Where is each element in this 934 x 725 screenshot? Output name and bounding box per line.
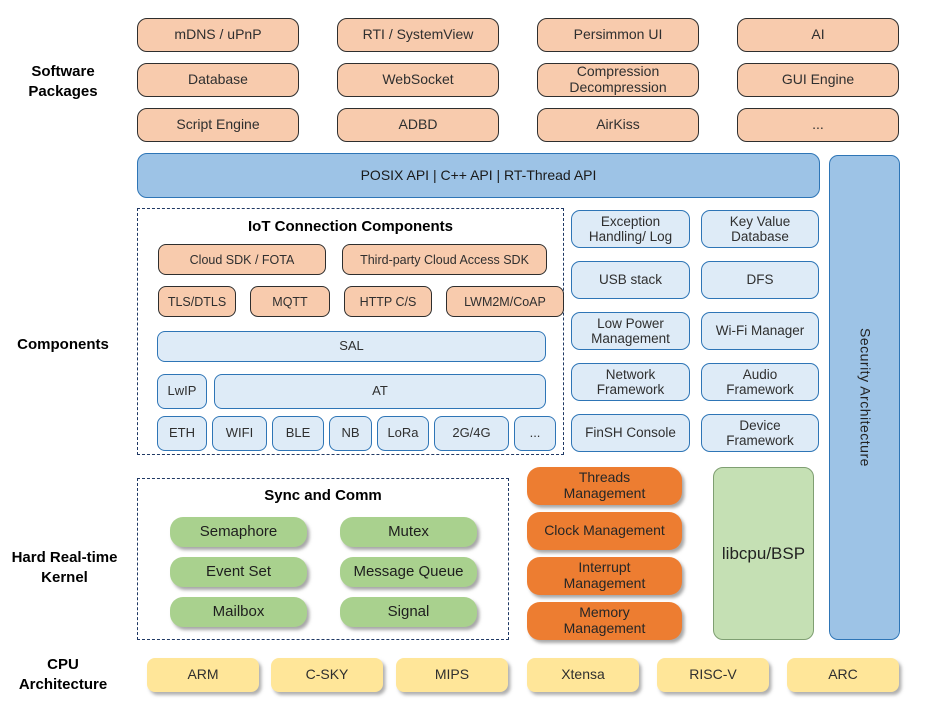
components-label: Components: [17, 336, 109, 353]
software-package-box: AI: [737, 18, 899, 52]
cpu-arch-box: ARM: [147, 658, 259, 692]
component-box: Key Value Database: [701, 210, 819, 248]
software-package-box: ADBD: [337, 108, 499, 142]
kernel-management-box: Threads Management: [527, 467, 682, 505]
component-box: USB stack: [571, 261, 690, 299]
link-layer-box: NB: [329, 416, 372, 451]
software-package-box: mDNS / uPnP: [137, 18, 299, 52]
software-packages-label: Software Packages: [28, 63, 98, 100]
lwip-box: LwIP: [157, 374, 207, 409]
software-package-box: Script Engine: [137, 108, 299, 142]
ipc-box: Signal: [340, 597, 477, 627]
link-layer-row: ETH WIFI BLE NB LoRa 2G/4G ...: [157, 416, 556, 451]
software-package-box: AirKiss: [537, 108, 699, 142]
software-package-box: RTI / SystemView: [337, 18, 499, 52]
sal-box: SAL: [157, 331, 546, 362]
link-layer-box: 2G/4G: [434, 416, 509, 451]
components-group: Exception Handling/ Log Key Value Databa…: [571, 210, 819, 452]
cpu-arch-box: C-SKY: [271, 658, 383, 692]
ipc-box: Semaphore: [170, 517, 307, 547]
iot-protocol-box: LWM2M/CoAP: [446, 286, 564, 317]
component-box: Low Power Management: [571, 312, 690, 350]
iot-connection-components-group: IoT Connection Components Cloud SDK / FO…: [137, 208, 564, 455]
software-packages-group: mDNS / uPnP RTI / SystemView Persimmon U…: [137, 18, 899, 142]
software-package-box: Compression Decompression: [537, 63, 699, 97]
software-package-box: WebSocket: [337, 63, 499, 97]
link-layer-box: BLE: [272, 416, 324, 451]
component-box: Wi-Fi Manager: [701, 312, 819, 350]
component-box: FinSH Console: [571, 414, 690, 452]
link-layer-box: LoRa: [377, 416, 429, 451]
iot-protocol-box: MQTT: [250, 286, 330, 317]
kernel-management-group: Threads Management Clock Management Inte…: [527, 467, 682, 640]
iot-group-title: IoT Connection Components: [248, 218, 453, 235]
security-architecture-text: Security Architecture: [857, 328, 874, 467]
component-box: Network Framework: [571, 363, 690, 401]
ipc-box: Message Queue: [340, 557, 477, 587]
iot-cloud-row: Cloud SDK / FOTA Third-party Cloud Acces…: [158, 244, 547, 275]
libcpu-bsp-box: libcpu/BSP: [713, 467, 814, 640]
link-layer-box: WIFI: [212, 416, 267, 451]
api-bar: POSIX API | C++ API | RT-Thread API: [137, 153, 820, 198]
kernel-management-box: Memory Management: [527, 602, 682, 640]
software-package-box: ...: [737, 108, 899, 142]
sync-group-title: Sync and Comm: [264, 487, 382, 504]
link-layer-box: ...: [514, 416, 556, 451]
kernel-management-box: Interrupt Management: [527, 557, 682, 595]
component-box: Exception Handling/ Log: [571, 210, 690, 248]
cpu-arch-box: RISC-V: [657, 658, 769, 692]
iot-protocol-box: TLS/DTLS: [158, 286, 236, 317]
ipc-box: Mailbox: [170, 597, 307, 627]
ipc-grid: Semaphore Mutex Event Set Message Queue …: [170, 517, 477, 627]
sync-and-comm-group: Sync and Comm Semaphore Mutex Event Set …: [137, 478, 509, 640]
component-box: Device Framework: [701, 414, 819, 452]
software-package-box: Database: [137, 63, 299, 97]
component-box: Audio Framework: [701, 363, 819, 401]
iot-cloud-box: Third-party Cloud Access SDK: [342, 244, 547, 275]
iot-protocol-row: TLS/DTLS MQTT HTTP C/S LWM2M/CoAP: [158, 286, 564, 317]
kernel-label: Hard Real-time Kernel: [11, 549, 118, 586]
iot-cloud-box: Cloud SDK / FOTA: [158, 244, 326, 275]
iot-protocol-box: HTTP C/S: [344, 286, 432, 317]
cpu-arch-box: ARC: [787, 658, 899, 692]
cpu-arch-box: MIPS: [396, 658, 508, 692]
kernel-management-box: Clock Management: [527, 512, 682, 550]
security-architecture-bar: Security Architecture: [829, 155, 900, 640]
ipc-box: Event Set: [170, 557, 307, 587]
cpu-arch-box: Xtensa: [527, 658, 639, 692]
link-layer-box: ETH: [157, 416, 207, 451]
software-package-box: Persimmon UI: [537, 18, 699, 52]
cpu-architecture-label: CPU Architecture: [18, 656, 108, 693]
ipc-box: Mutex: [340, 517, 477, 547]
at-box: AT: [214, 374, 546, 409]
component-box: DFS: [701, 261, 819, 299]
software-package-box: GUI Engine: [737, 63, 899, 97]
